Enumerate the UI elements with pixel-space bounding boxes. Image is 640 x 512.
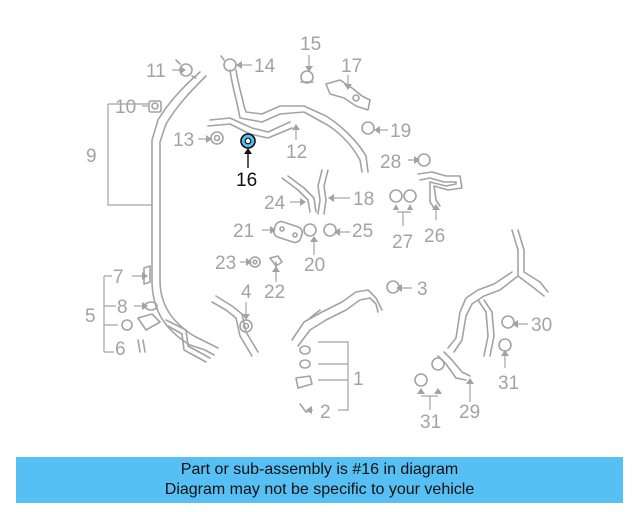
clamp-13: [210, 131, 224, 145]
callout-3: 3: [417, 279, 428, 300]
clamp-15: [300, 70, 314, 84]
hose-24: [281, 175, 317, 213]
callout-6: 6: [115, 339, 126, 360]
leader-lines: [132, 55, 528, 414]
callout-16: 16: [236, 170, 257, 191]
callout-4: 4: [241, 282, 252, 303]
clamp-3: [386, 280, 400, 294]
plate-21: [272, 220, 304, 244]
callout-12: 12: [286, 142, 307, 163]
callout-8: 8: [117, 297, 128, 318]
clamp-30: [501, 315, 515, 329]
callout-20: 20: [304, 255, 325, 276]
callout-9: 9: [86, 146, 97, 167]
pipe-18: [317, 169, 329, 215]
callout-28: 28: [380, 152, 401, 173]
callout-29: 29: [459, 402, 480, 423]
callout-27: 27: [392, 232, 413, 253]
pipe-26: [417, 171, 463, 209]
callout-1: 1: [353, 369, 364, 390]
central-lower-pipes: [291, 289, 383, 347]
clamp-31b: [414, 357, 445, 387]
callout-11: 11: [146, 61, 166, 82]
clamp-16-highlighted: [240, 133, 256, 149]
bracket-5: [103, 275, 118, 353]
bolt-6: [137, 339, 146, 353]
callout-26: 26: [424, 226, 445, 247]
callout-17: 17: [341, 56, 362, 77]
clamp-20: [303, 223, 317, 237]
clamp-14: [220, 55, 237, 72]
callout-numbers: 11 10 9 13 14 15 17 19 12 16 18 24 21 25…: [85, 34, 552, 433]
callout-5: 5: [85, 306, 96, 327]
callout-30: 30: [531, 315, 552, 336]
clamp-10: [148, 100, 162, 113]
banner-line-2: Diagram may not be specific to your vehi…: [164, 481, 475, 498]
clamp-11: [175, 59, 197, 79]
clamp-31a: [498, 338, 512, 352]
callout-24: 24: [264, 193, 286, 214]
callout-25: 25: [352, 221, 373, 242]
clamps-27: [389, 189, 417, 203]
callout-21: 21: [233, 221, 254, 242]
fitting-5: [121, 313, 161, 331]
callout-23: 23: [215, 253, 236, 274]
callout-2: 2: [320, 402, 331, 423]
callout-7: 7: [113, 267, 124, 288]
callout-13: 13: [173, 130, 194, 151]
right-pipe-assembly: [437, 229, 549, 381]
callout-10: 10: [115, 97, 136, 118]
callout-22: 22: [264, 282, 285, 303]
callout-15: 15: [300, 34, 321, 55]
parts-diagram: 11 10 9 13 14 15 17 19 12 16 18 24 21 25…: [85, 34, 552, 433]
callout-19: 19: [390, 121, 411, 142]
clamp-19: [361, 121, 375, 135]
callout-14: 14: [254, 56, 276, 77]
banner-line-1: Part or sub-assembly is #16 in diagram: [180, 461, 459, 478]
clamp-25: [323, 223, 337, 237]
info-banner: Part or sub-assembly is #16 in diagram D…: [16, 457, 623, 503]
callout-31-left: 31: [420, 412, 441, 433]
long-hose: [151, 71, 219, 356]
lower-left-hose: [165, 295, 259, 363]
callout-18: 18: [353, 189, 374, 210]
bracket-9: [107, 103, 152, 206]
callout-31-right: 31: [498, 373, 519, 394]
fittings-1: [295, 345, 313, 413]
bracket-1: [318, 341, 349, 411]
